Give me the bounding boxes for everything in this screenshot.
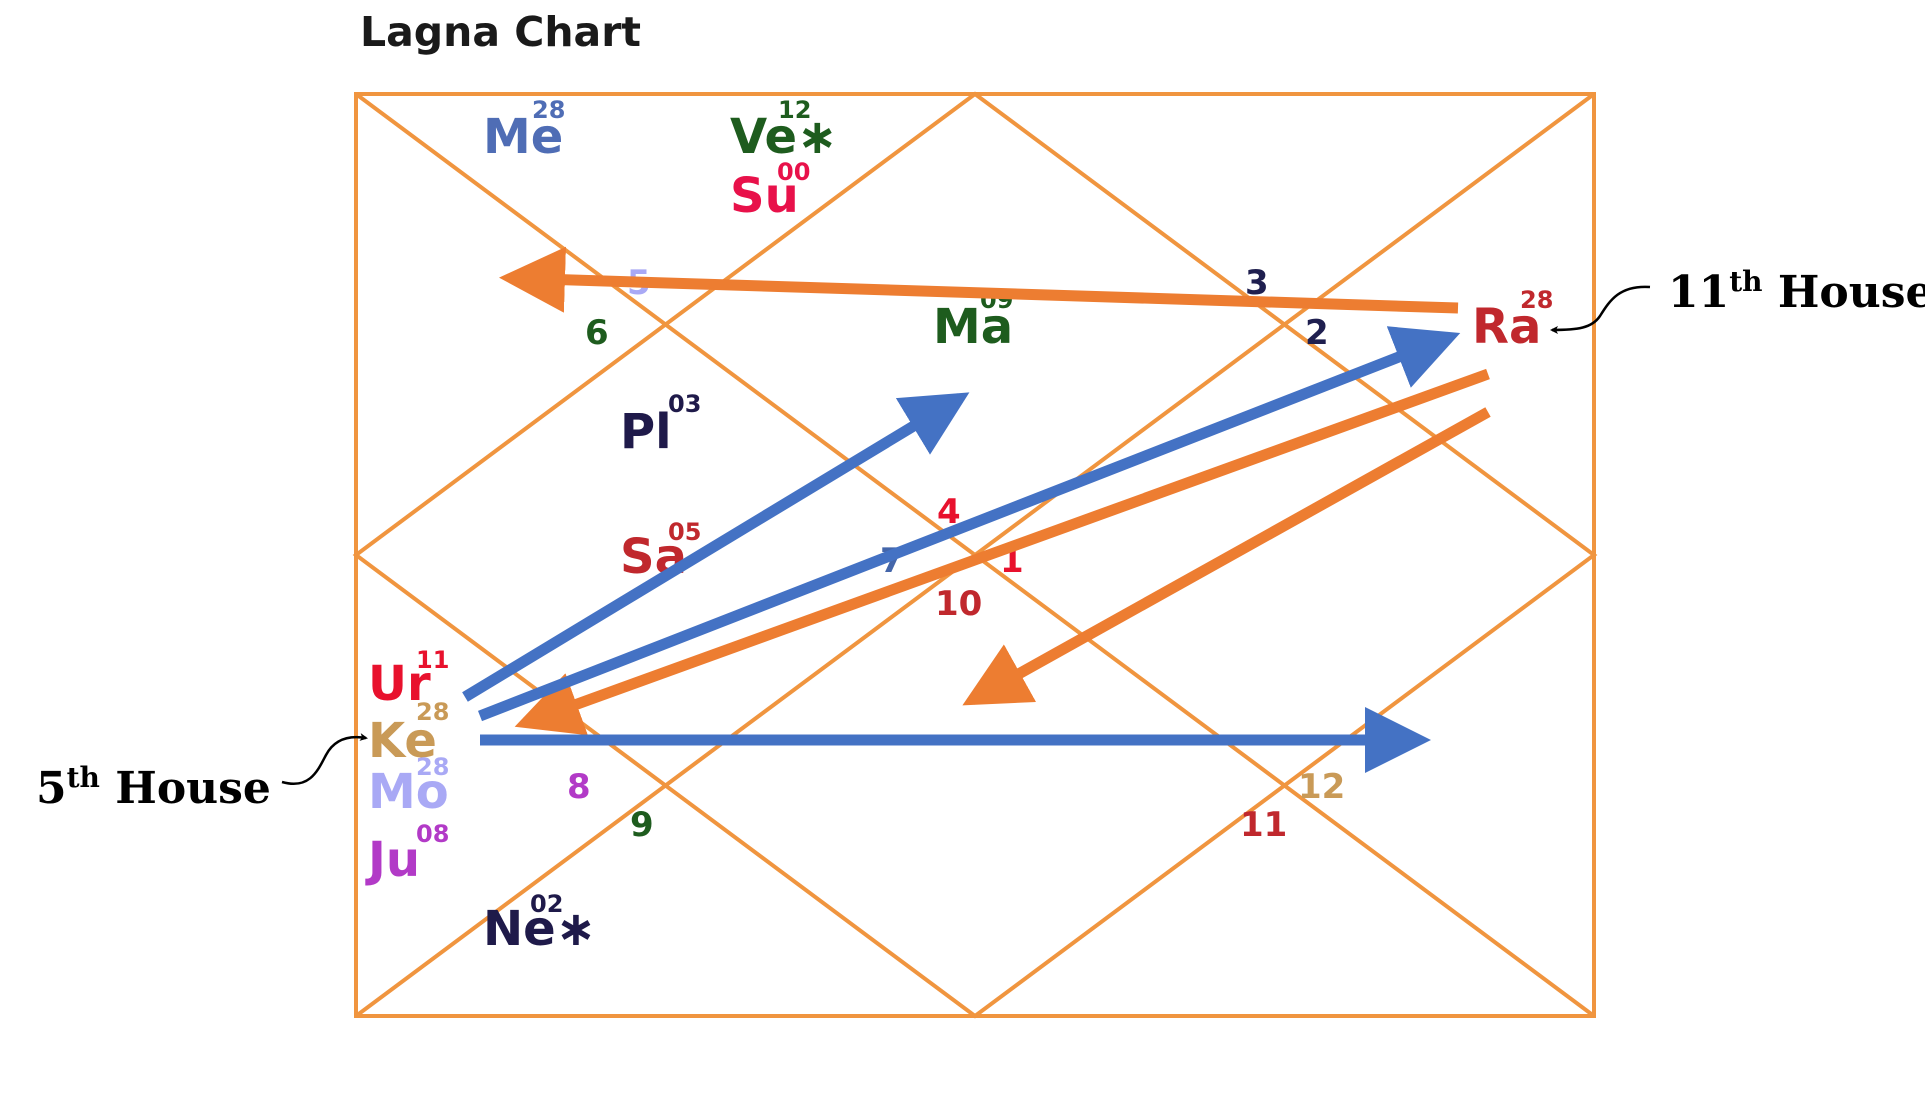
callout-eleventh-house-pointer bbox=[1550, 285, 1651, 334]
arrow-ketu-to-rahu bbox=[477, 326, 1461, 722]
planet-pluto-name: Pl bbox=[620, 404, 672, 460]
callout-fifth-house: 5th House bbox=[36, 733, 368, 814]
callout-eleventh-house: 11th House bbox=[1550, 265, 1925, 334]
planet-rahu: Ra 28 bbox=[1472, 286, 1553, 355]
planet-neptune: Ne∗ 02 bbox=[483, 890, 596, 957]
planet-venus: Ve∗ 12 bbox=[730, 96, 837, 165]
planet-uranus-name: Ur bbox=[368, 656, 431, 712]
planet-neptune-name: Ne∗ bbox=[483, 901, 596, 957]
planet-sun-name: Su bbox=[730, 168, 799, 224]
planet-jupiter: Ju 08 bbox=[365, 820, 449, 888]
chart-inner-diamond bbox=[352, 91, 1598, 1019]
arrow-ketu-to-mars bbox=[462, 392, 970, 702]
house-number-12: 12 bbox=[1298, 767, 1345, 807]
planet-mercury: Me 28 bbox=[483, 96, 565, 165]
planet-venus-degree: 12 bbox=[778, 96, 811, 124]
callout-fifth-house-superscript: th bbox=[67, 761, 100, 794]
house-number-10: 10 bbox=[935, 584, 982, 624]
house-number-4: 4 bbox=[937, 492, 961, 532]
callout-eleventh-house-superscript: th bbox=[1729, 265, 1762, 298]
house-number-8: 8 bbox=[567, 767, 591, 807]
callout-eleventh-house-label: 11th House bbox=[1668, 265, 1925, 318]
planet-jupiter-degree: 08 bbox=[416, 820, 449, 848]
planet-mercury-degree: 28 bbox=[532, 96, 565, 124]
planet-sun-degree: 00 bbox=[777, 158, 810, 186]
house-number-11: 11 bbox=[1240, 805, 1287, 845]
planet-ketu-degree: 28 bbox=[416, 698, 449, 726]
planet-uranus-degree: 11 bbox=[416, 646, 449, 674]
planet-mars-name: Ma bbox=[933, 299, 1013, 355]
planet-ketu: Ke 28 bbox=[368, 698, 449, 769]
planet-uranus: Ur 11 bbox=[368, 646, 449, 712]
house-number-6: 6 bbox=[585, 313, 609, 353]
planet-sun: Su 00 bbox=[730, 158, 810, 224]
callout-fifth-house-number: 5 bbox=[36, 763, 67, 814]
planet-pluto: Pl 03 bbox=[620, 390, 701, 460]
planet-ketu-name: Ke bbox=[368, 713, 437, 769]
callout-fifth-house-text: House bbox=[100, 763, 271, 814]
planet-saturn-degree: 05 bbox=[668, 518, 701, 546]
house-number-2: 2 bbox=[1305, 313, 1329, 353]
planets: Me 28 Ve∗ 12 Su 00 Ma 09 Pl 03 Sa 05 Ra … bbox=[365, 96, 1553, 957]
house-number-9: 9 bbox=[630, 805, 654, 845]
house-number-3: 3 bbox=[1245, 263, 1269, 303]
planet-pluto-degree: 03 bbox=[668, 390, 701, 418]
planet-rahu-name: Ra bbox=[1472, 299, 1541, 355]
planet-moon-degree: 28 bbox=[416, 753, 449, 781]
aspect-arrows bbox=[462, 246, 1491, 773]
planet-mercury-name: Me bbox=[483, 109, 563, 165]
planet-moon: Mo 28 bbox=[368, 753, 449, 820]
callout-eleventh-house-number: 11 bbox=[1668, 267, 1729, 318]
callout-fifth-house-label: 5th House bbox=[36, 761, 271, 814]
planet-venus-name: Ve∗ bbox=[730, 109, 837, 165]
planet-neptune-degree: 02 bbox=[530, 890, 563, 918]
callout-eleventh-house-text: House bbox=[1763, 267, 1925, 318]
arrow-rahu-to-house-5 bbox=[499, 246, 1459, 314]
arrow-rahu-to-house-10 bbox=[962, 407, 1491, 706]
planet-jupiter-name: Ju bbox=[365, 832, 420, 888]
callout-fifth-house-pointer bbox=[281, 733, 368, 785]
planet-rahu-degree: 28 bbox=[1520, 286, 1553, 314]
chart-title: Lagna Chart bbox=[360, 8, 641, 56]
arrow-rahu-to-ketu bbox=[514, 368, 1490, 736]
planet-moon-name: Mo bbox=[368, 764, 449, 820]
